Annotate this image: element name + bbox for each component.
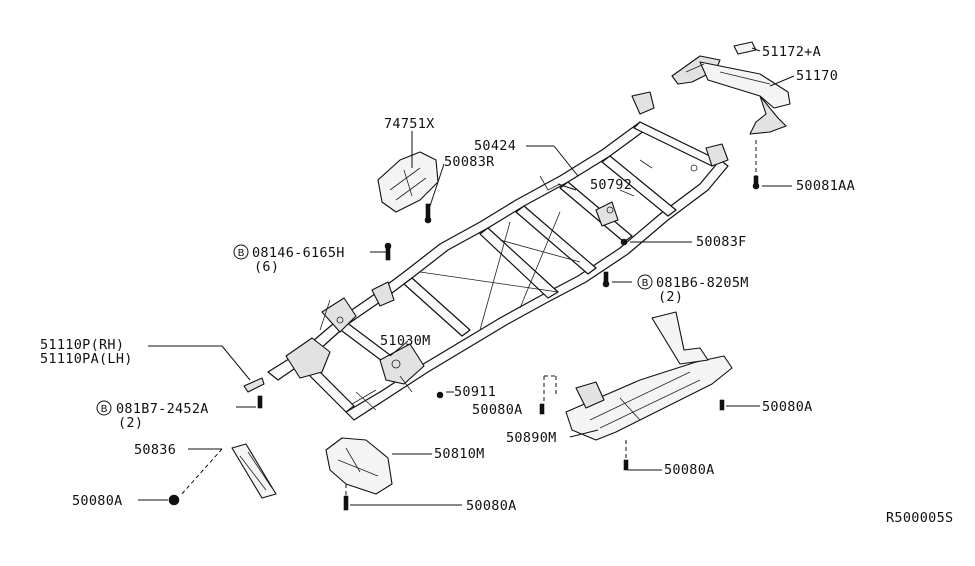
label-50083f: 50083F	[696, 234, 747, 250]
svg-text:B: B	[642, 278, 649, 289]
bolt-50080a-right-icon	[719, 399, 725, 411]
bolt-marker-081b6	[637, 274, 653, 290]
label-081b6-qty: (2)	[658, 289, 683, 305]
fasteners	[168, 175, 760, 511]
label-74751x: 74751X	[384, 116, 435, 132]
label-51170: 51170	[796, 68, 838, 84]
label-50911: 50911	[454, 384, 496, 400]
diagram-code: R500005S	[886, 510, 953, 526]
label-50083r: 50083R	[444, 154, 495, 170]
bolt-50080a-lower-icon	[623, 459, 629, 471]
bolt-50080a-mid-icon	[539, 403, 545, 415]
bolt-081b7-icon	[257, 395, 263, 409]
label-50080a-right: 50080A	[762, 399, 813, 415]
label-50792: 50792	[590, 177, 632, 193]
label-51172: 51172+A	[762, 44, 821, 60]
part-labels: 51172+A 51170 74751X 50424 50083R 50792 …	[40, 44, 953, 526]
leader-lines	[138, 47, 795, 506]
label-50080a-mid: 50080A	[472, 402, 523, 418]
part-50836-plate	[231, 443, 277, 499]
label-50080a-left: 50080A	[72, 493, 123, 509]
part-51170-bracket	[671, 55, 791, 135]
svg-text:B: B	[238, 248, 245, 259]
part-51110p-bracket	[243, 377, 265, 393]
chassis-frame	[267, 91, 729, 421]
label-081b6: 081B6-8205M	[656, 275, 749, 291]
nut-50083f-icon	[620, 238, 628, 246]
label-50424: 50424	[474, 138, 516, 154]
label-50890m: 50890M	[506, 430, 557, 446]
bolt-50083r-icon	[425, 203, 431, 219]
label-50080a-bottom: 50080A	[466, 498, 517, 514]
label-08146-qty: (6)	[254, 259, 279, 275]
part-74751x-shield	[377, 151, 439, 213]
label-50080a-lower: 50080A	[664, 462, 715, 478]
clip-50911-icon	[436, 391, 444, 399]
bolt-marker-081b7	[96, 400, 112, 416]
label-08146: 08146-6165H	[252, 245, 345, 261]
part-50890m-skid	[565, 311, 733, 441]
svg-text:B: B	[101, 404, 108, 415]
label-081b7: 081B7-2452A	[116, 401, 209, 417]
bolt-marker-08146	[233, 244, 249, 260]
label-50810m: 50810M	[434, 446, 485, 462]
label-51110pa: 51110PA(LH)	[40, 351, 133, 367]
label-50836: 50836	[134, 442, 176, 458]
label-081b7-qty: (2)	[118, 415, 143, 431]
part-50810m-guard	[325, 437, 393, 495]
label-51110p: 51110P(RH)	[40, 337, 124, 353]
bolt-50080a-bottom-icon	[343, 495, 349, 511]
label-51030m: 51030M	[380, 333, 431, 349]
bolt-50080a-left-icon	[168, 494, 180, 506]
label-50081aa: 50081AA	[796, 178, 855, 194]
